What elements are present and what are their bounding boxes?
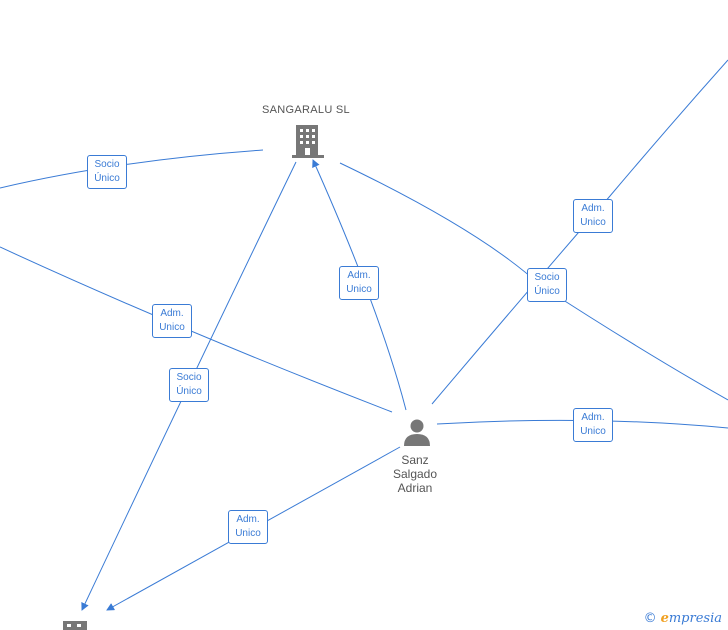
relation-line-2: Unico: [346, 284, 372, 295]
relation-line-2: Unico: [235, 528, 261, 539]
person-icon[interactable]: [403, 418, 431, 446]
relation-label-adm-unico[interactable]: Adm. Unico: [339, 266, 379, 300]
copyright-symbol: ©: [643, 611, 657, 626]
person-name-line-1: Sanz: [401, 453, 429, 467]
brand-name: mpresia: [668, 611, 722, 626]
relation-label-socio-unico[interactable]: Socio Único: [87, 155, 127, 189]
relation-label-socio-unico[interactable]: Socio Único: [169, 368, 209, 402]
company-name: SANGARALU SL: [262, 104, 350, 116]
empresia-watermark: ©empresia: [644, 611, 722, 626]
relation-line-1: Adm.: [236, 514, 260, 525]
relation-line-1: Socio: [534, 272, 560, 283]
relation-label-socio-unico[interactable]: Socio Único: [527, 268, 567, 302]
relation-line-2: Unico: [580, 217, 606, 228]
relation-label-adm-unico[interactable]: Adm. Unico: [573, 199, 613, 233]
relation-line-1: Adm.: [160, 308, 184, 319]
person-name-line-2: Salgado: [392, 467, 438, 481]
relation-label-adm-unico[interactable]: Adm. Unico: [228, 510, 268, 544]
relation-label-adm-unico[interactable]: Adm. Unico: [152, 304, 192, 338]
building-icon[interactable]: [292, 123, 324, 159]
relation-line-2: Unico: [580, 426, 606, 437]
relation-line-2: Único: [94, 173, 120, 184]
building-icon-partial[interactable]: [63, 618, 87, 630]
relation-line-1: Socio: [176, 372, 202, 383]
relation-line-2: Único: [534, 286, 560, 297]
person-name-line-3: Adrian: [397, 481, 433, 495]
relation-label-adm-unico[interactable]: Adm. Unico: [573, 408, 613, 442]
relation-line-2: Único: [176, 386, 202, 397]
relation-line-1: Adm.: [347, 270, 371, 281]
relation-line-1: Adm.: [581, 203, 605, 214]
relation-line-1: Adm.: [581, 412, 605, 423]
brand-initial: e: [660, 611, 669, 626]
person-name: Sanz Salgado Adrian: [380, 453, 450, 495]
relation-line-2: Unico: [159, 322, 185, 333]
relation-line-1: Socio: [94, 159, 120, 170]
edge-left-to-company: [0, 149, 264, 189]
